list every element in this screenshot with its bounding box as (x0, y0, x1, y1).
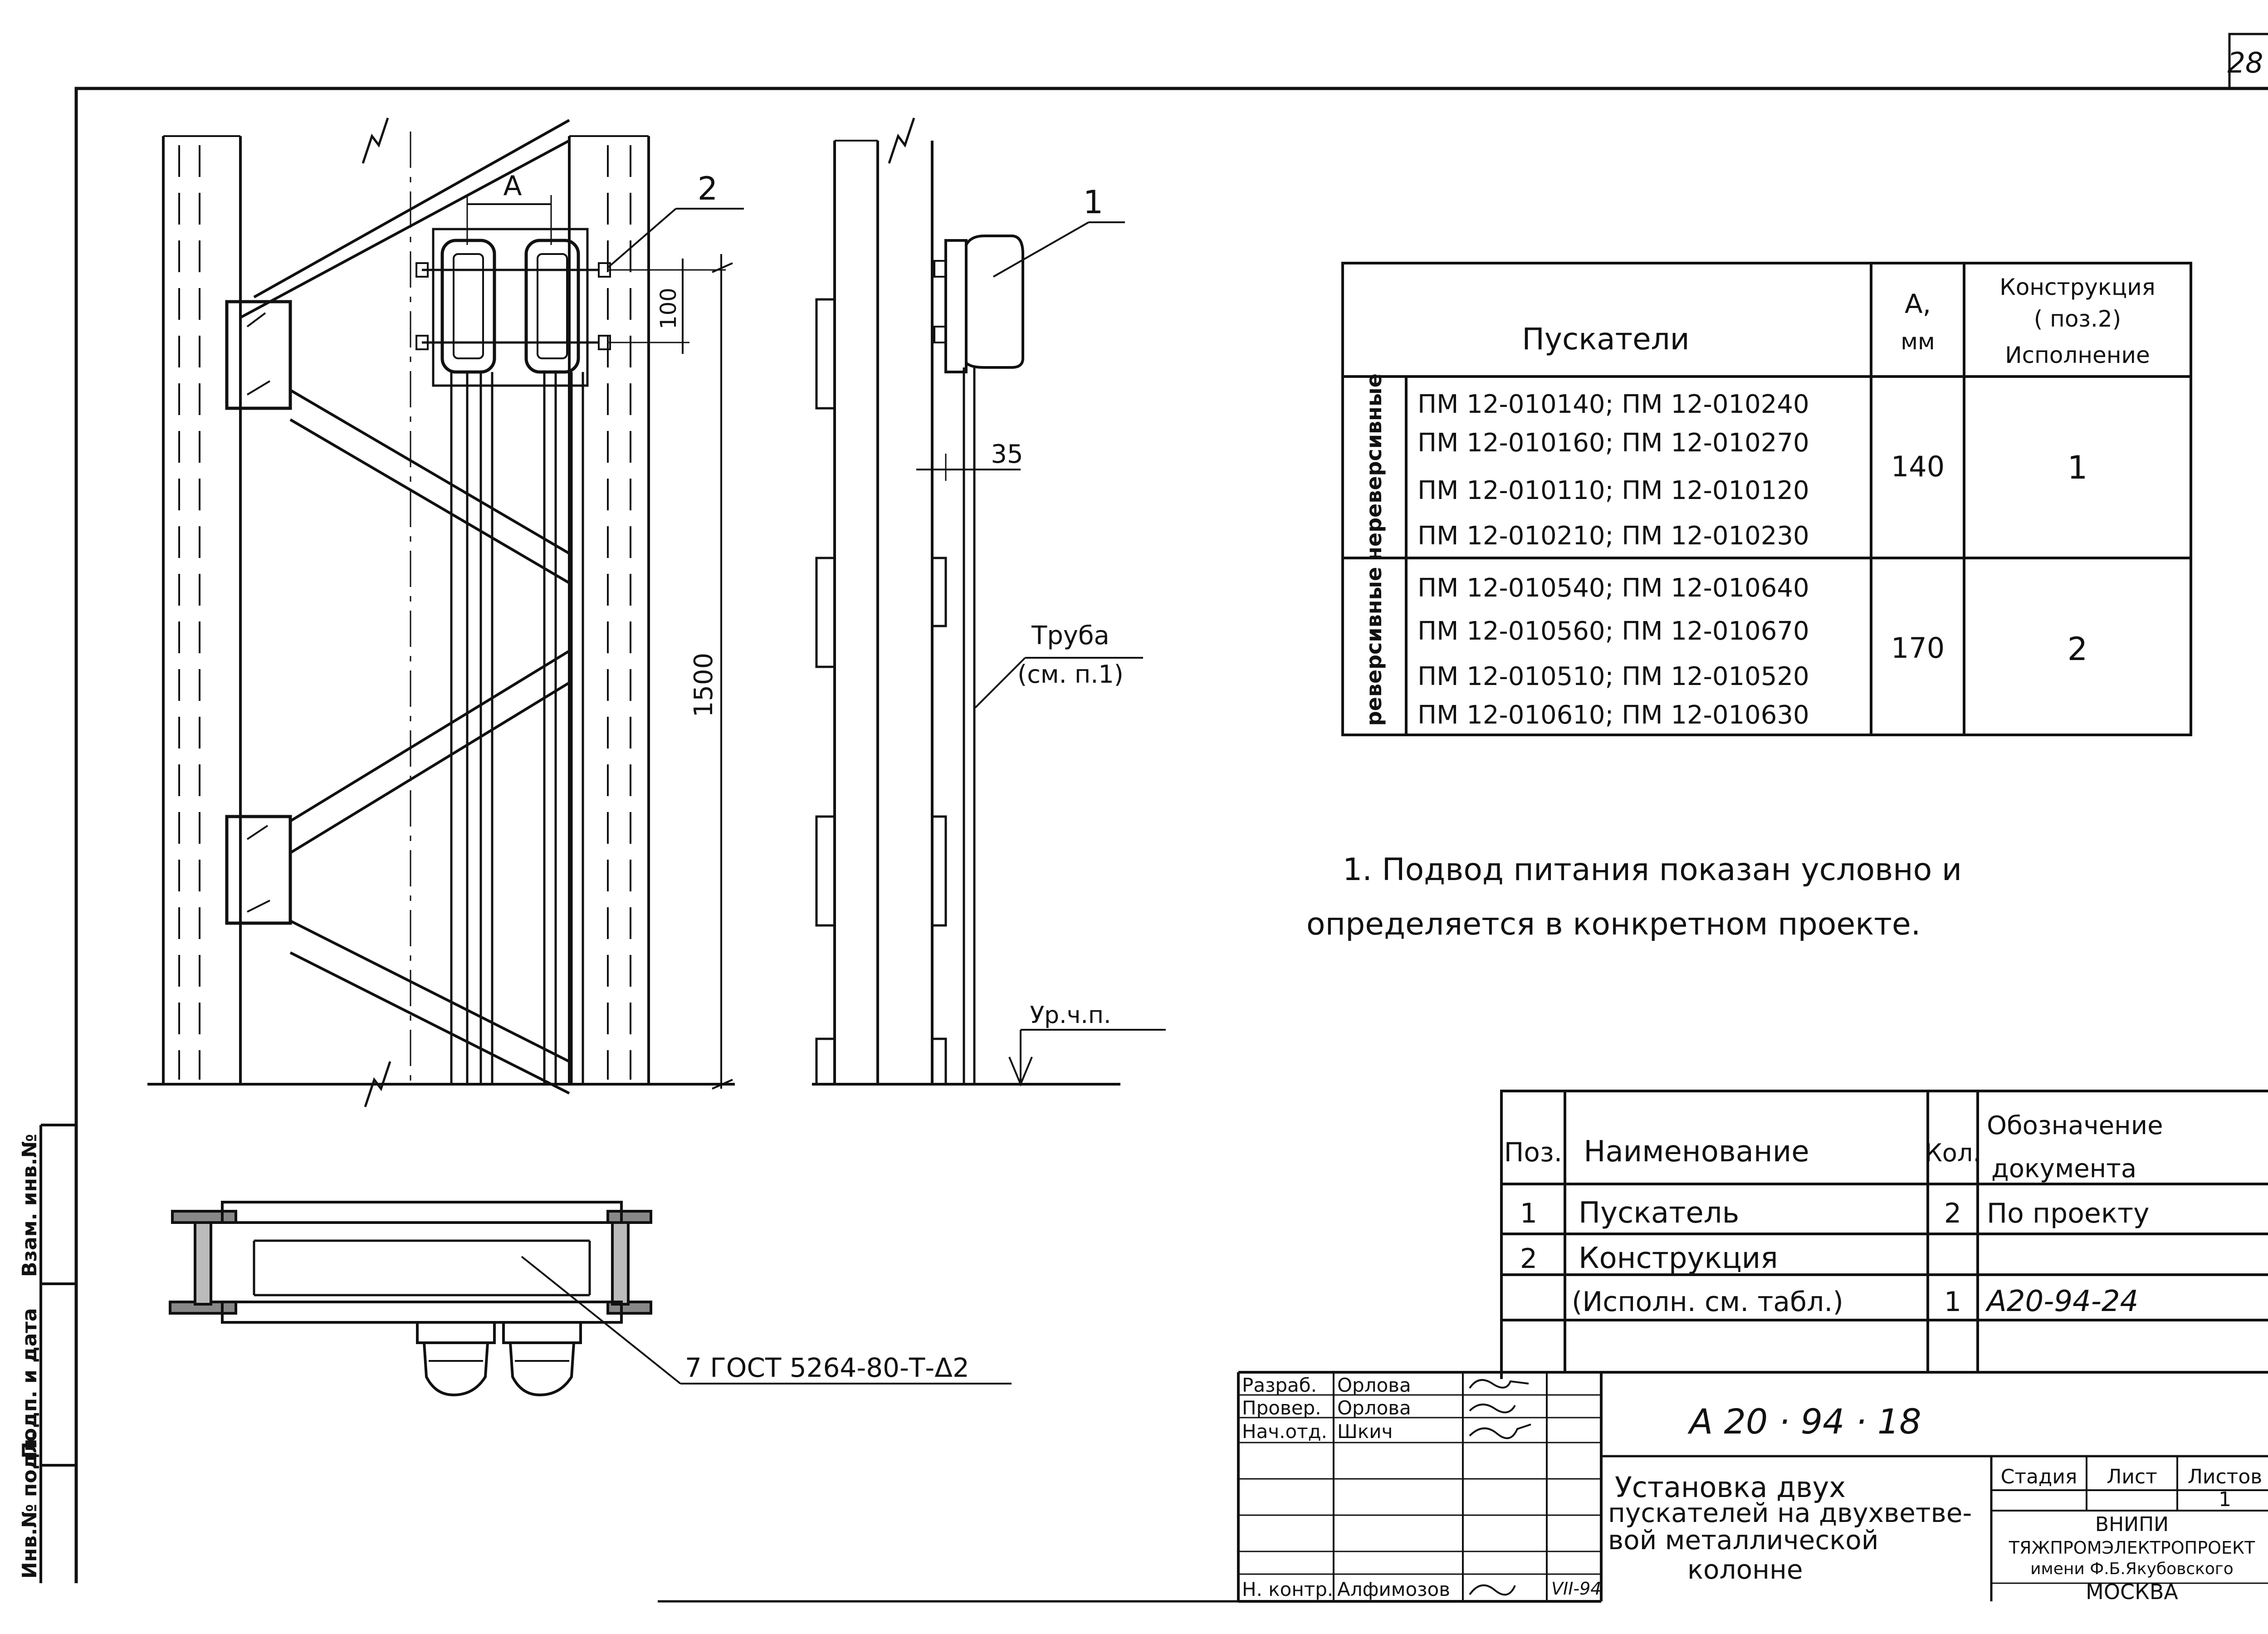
drawing-title-2: пускателей на двухветве- (1608, 1497, 1972, 1528)
spec-row-1-doc: По проекту (1987, 1198, 2150, 1229)
group-reversible-label: реверсивные (1362, 567, 1386, 726)
construction-header-1: Конструкция (1999, 274, 2156, 300)
spec-pos-header: Поз. (1504, 1137, 1562, 1168)
construction-header-3: Исполнение (2005, 342, 2150, 368)
dim-a: А (503, 170, 522, 202)
front-view (147, 117, 744, 1107)
level-label: Ур.ч.п. (1030, 1002, 1111, 1029)
reversible-line-2: ПМ 12-010560; ПМ 12-010670 (1418, 616, 1809, 646)
reversible-execution: 2 (2068, 631, 2088, 668)
reversible-line-3: ПМ 12-010510; ПМ 12-010520 (1418, 662, 1809, 691)
a-mm-header-1: А, (1905, 289, 1931, 319)
nonreversible-a: 140 (1891, 450, 1945, 483)
dim-100: 100 (656, 288, 681, 329)
name-checker: Орлова (1337, 1397, 1411, 1419)
org-line-4: МОСКВА (2086, 1580, 2178, 1604)
drawing-title-3: вой металлической (1608, 1525, 1878, 1556)
starters-table (1341, 262, 2192, 736)
dim-1500: 1500 (689, 653, 719, 718)
name-control: Алфимозов (1337, 1578, 1450, 1600)
spec-name-header: Наименование (1584, 1135, 1809, 1169)
name-head: Шкич (1337, 1420, 1393, 1443)
org-line-1: ВНИПИ (2095, 1513, 2169, 1536)
control-date: VII-94 (1551, 1579, 1601, 1599)
org-line-2: ТЯЖПРОМЭЛЕКТРОПРОЕКТ (2009, 1538, 2255, 1558)
table-row: (Исполн. см. табл.) 1 А20-94-24 (1572, 1285, 2138, 1318)
sheet-label: Лист (2107, 1465, 2157, 1488)
a-mm-header-2: мм (1901, 328, 1935, 355)
section-view (169, 1201, 1012, 1397)
note-line-2: определяется в конкретном проекте. (1306, 906, 1921, 942)
nonreversible-line-4: ПМ 12-010210; ПМ 12-010230 (1418, 521, 1809, 551)
spec-row-1-name: Пускатель (1579, 1196, 1739, 1230)
sheet-frame (74, 33, 2268, 1583)
spec-qty-header: Кол. (1925, 1139, 1980, 1167)
callout-2: 2 (698, 170, 718, 207)
spec-table (1500, 1090, 2268, 1379)
spec-row-1-pos: 1 (1520, 1198, 1537, 1229)
nonreversible-execution: 1 (2068, 449, 2088, 486)
note-line-1: 1. Подвод питания показан условно и (1343, 852, 1962, 888)
page-number: 28 (2228, 46, 2263, 79)
signatures (1469, 1379, 1531, 1596)
pipe-label: Труба (1031, 621, 1110, 651)
drawing-title-1: Установка двух (1615, 1471, 1846, 1504)
title-block (1237, 1371, 2268, 1603)
spec-row-2-name: Конструкция (1579, 1242, 1778, 1275)
spec-row-3-qty: 1 (1944, 1286, 1961, 1318)
nonreversible-line-1: ПМ 12-010140; ПМ 12-010240 (1418, 390, 1809, 419)
org-line-3: имени Ф.Б.Якубовского (2030, 1560, 2234, 1578)
sheets-value: 1 (2219, 1488, 2231, 1511)
drawing-title-4: колонне (1687, 1554, 1803, 1585)
dim-35: 35 (991, 440, 1023, 469)
side-view (812, 117, 1166, 1087)
sheets-label: Листов (2188, 1465, 2262, 1488)
doc-number: А 20 · 94 · 18 (1687, 1401, 1921, 1442)
stage-label: Стадия (2001, 1465, 2077, 1488)
callout-1: 1 (1083, 184, 1104, 221)
nonreversible-line-3: ПМ 12-010110; ПМ 12-010120 (1418, 476, 1809, 505)
spec-row-2-pos: 2 (1520, 1243, 1537, 1275)
starters-header: Пускатели (1522, 322, 1689, 357)
spec-row-1-qty: 2 (1944, 1198, 1961, 1229)
nonreversible-line-2: ПМ 12-010160; ПМ 12-010270 (1418, 428, 1809, 458)
reversible-a: 170 (1891, 631, 1945, 665)
side-stamp (39, 1124, 76, 1583)
pipe-label-ref: (см. п.1) (1017, 660, 1124, 689)
name-developer: Орлова (1337, 1374, 1411, 1396)
table-row: 1 Пускатель 2 По проекту (1520, 1196, 2150, 1230)
spec-doc-header-2: документа (1991, 1154, 2136, 1184)
role-checker: Провер. (1242, 1397, 1321, 1419)
reversible-line-4: ПМ 12-010610; ПМ 12-010630 (1418, 700, 1809, 730)
role-developer: Разраб. (1242, 1374, 1317, 1396)
role-head: Нач.отд. (1242, 1420, 1327, 1443)
spec-doc-header-1: Обозначение (1987, 1111, 2163, 1140)
side-stamp-replace: Взам. инв.№ (18, 1134, 41, 1277)
gost-label: 7 ГОСТ 5264-80-Т-Δ2 (685, 1352, 969, 1383)
table-row: 2 Конструкция (1520, 1242, 1778, 1275)
construction-header-2: ( поз.2) (2034, 306, 2121, 332)
side-stamp-inv: Инв.№ подл. (18, 1431, 41, 1579)
role-control: Н. контр. (1242, 1578, 1333, 1600)
spec-row-3-doc: А20-94-24 (1985, 1285, 2138, 1318)
reversible-line-1: ПМ 12-010540; ПМ 12-010640 (1418, 573, 1809, 603)
group-nonreversible-label: нереверсивные (1362, 373, 1386, 561)
spec-row-3-name: (Исполн. см. табл.) (1572, 1286, 1843, 1318)
side-stamp-sign: Подп. и дата (18, 1308, 41, 1458)
